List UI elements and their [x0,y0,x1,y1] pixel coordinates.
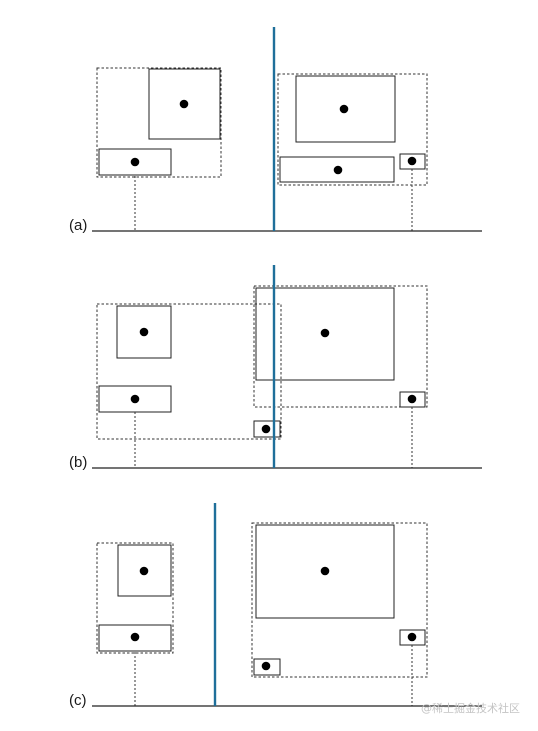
centroid-dot [130,632,140,642]
bounding-box-left-c [96,542,174,654]
bounding-box-left-a [96,67,222,178]
rectangle [98,624,172,652]
rectangle [255,524,395,619]
rectangle [116,305,172,359]
centroid-dot [261,424,271,434]
centroid-dot [407,632,417,642]
rectangle [148,68,221,140]
rectangle [295,75,396,143]
panel-label-b: (b) [69,454,87,471]
centroid-dot [261,661,271,671]
centroid-dot [339,104,349,114]
panel-a: (a) [69,27,482,234]
centroid-dot [139,566,149,576]
panel-b: (b) [69,265,482,471]
rectangle [279,156,395,183]
centroid-dot [320,566,330,576]
centroid-dot [333,165,343,175]
centroid-dot [179,99,189,109]
centroid-dot [407,394,417,404]
bounding-box-right-c [251,522,428,678]
rectangle [117,544,172,597]
centroid-dot [407,156,417,166]
rectangle [98,148,172,176]
rectangle [255,287,395,381]
centroid-dot [139,327,149,337]
panel-label-a: (a) [69,217,87,234]
centroid-dot [130,394,140,404]
bounding-box-left-b [96,303,282,440]
small-rectangle [253,658,281,676]
bounding-box-right-a [277,73,428,186]
bounding-box-right-b [253,285,428,408]
centroid-dot [320,328,330,338]
small-rectangle [253,420,281,438]
watermark-text: @稀土掘金技术社区 [421,701,520,715]
panel-c: (c) [69,503,482,709]
centroid-dot [130,157,140,167]
panel-label-c: (c) [69,692,87,709]
